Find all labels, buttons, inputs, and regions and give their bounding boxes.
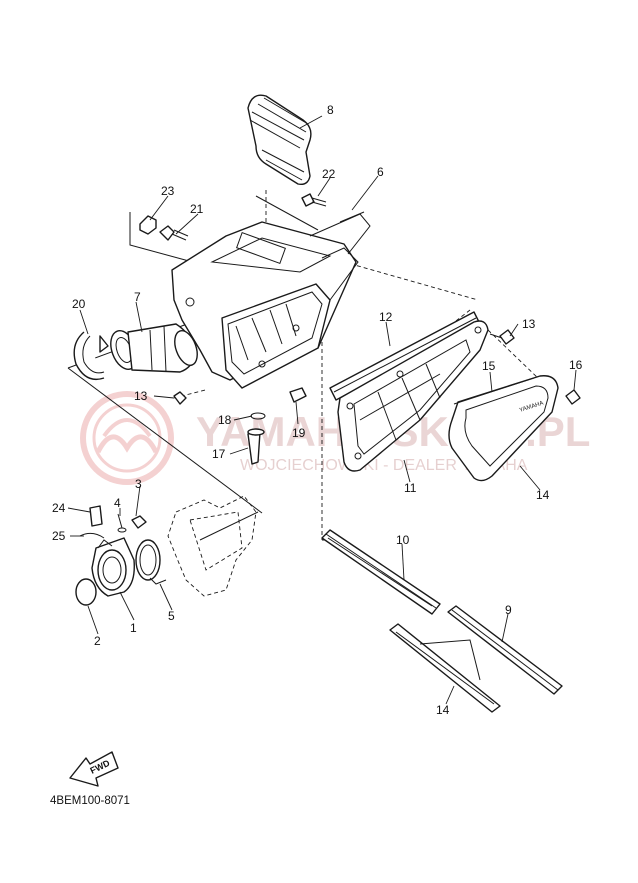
part-18-pin (247, 428, 265, 465)
callout-5: 5 (168, 609, 175, 623)
callout-7: 7 (134, 290, 141, 304)
part-16-seal (453, 377, 535, 405)
callout-leaders (67, 115, 577, 705)
drawing-code: 4BEM100-8071 (50, 795, 130, 807)
callout-15: 14 (536, 488, 550, 502)
callout-14: 14 (436, 703, 450, 717)
callout-3: 3 (135, 477, 142, 491)
callout-12: 12 (379, 310, 393, 324)
watermark-tagline: WOJCIECHOWSKI - DEALER YAMAHA (240, 457, 528, 474)
callout-labels: 8 6 22 21 23 7 20 13 18 17 19 12 13 15 1… (52, 103, 583, 717)
part-5-clamp (135, 539, 167, 585)
part-20-block (289, 387, 307, 403)
callout-16: 15 (482, 359, 496, 373)
part-25-cap (89, 505, 103, 527)
part-9-sheet (447, 605, 563, 695)
part-8-boot (247, 94, 312, 186)
callout-20: 19 (292, 426, 306, 440)
callout-8: 8 (327, 103, 334, 117)
carburetor-outline (167, 495, 257, 597)
callout-13-left: 13 (134, 389, 148, 403)
callout-13-right: 13 (522, 317, 536, 331)
callout-1: 1 (130, 621, 137, 635)
part-1-carb-joint (91, 537, 135, 597)
part-21-clamp (73, 331, 109, 381)
part-14-guide (389, 623, 501, 713)
part-26-clip (79, 532, 105, 539)
part-17-screw (565, 389, 581, 405)
part-13-screw-right (489, 329, 515, 345)
callout-2: 2 (94, 634, 101, 648)
callout-24: 23 (161, 184, 175, 198)
part-7-joint (110, 323, 198, 373)
fwd-arrow-icon: FWD (69, 751, 119, 787)
callout-23: 22 (322, 167, 336, 181)
part-10-filter (321, 529, 441, 615)
part-13-screw-left (173, 391, 187, 405)
part-2-oring (75, 578, 97, 606)
callout-19: 18 (218, 413, 232, 427)
part-3-bolt (131, 515, 147, 529)
part-15-cover: YAMAHA (448, 375, 559, 482)
callout-21: 20 (72, 297, 86, 311)
part-23-bolt (301, 193, 327, 207)
callout-6: 6 (377, 165, 384, 179)
part-6-airbox (171, 211, 371, 389)
callout-4: 4 (114, 496, 121, 510)
callout-10: 10 (396, 533, 410, 547)
callout-22: 21 (190, 202, 204, 216)
part-4-washer (117, 513, 127, 533)
part-24-nut (139, 215, 157, 235)
part-11-cage (337, 320, 489, 472)
callout-18: 17 (212, 447, 226, 461)
callout-26: 25 (52, 529, 66, 543)
part-22-bolt (159, 225, 189, 241)
callout-25: 24 (52, 501, 66, 515)
watermark-logo (80, 391, 174, 485)
callout-11: 11 (404, 481, 417, 495)
callout-17: 16 (569, 358, 583, 372)
callout-9: 9 (505, 603, 512, 617)
